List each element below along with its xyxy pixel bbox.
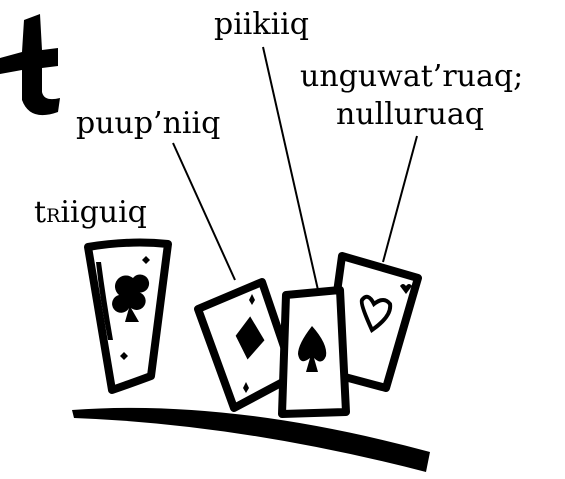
label-piikiiq: piikiiq bbox=[214, 7, 309, 42]
spades-card bbox=[282, 290, 346, 414]
label-triiguiq: tRiiguiq bbox=[34, 195, 147, 230]
label-triiguiq-small-r: R bbox=[46, 205, 61, 227]
cropped-heading-letter bbox=[0, 14, 60, 115]
label-puupniiq: puup’niiq bbox=[76, 106, 220, 141]
label-triiguiq-t: t bbox=[34, 195, 46, 230]
label-nulluruaq: nulluruaq bbox=[336, 97, 484, 132]
label-triiguiq-rest: iiguiq bbox=[60, 195, 147, 230]
label-unguwatruaq: unguwat’ruaq; bbox=[300, 59, 523, 94]
leader-line-unguwatruaq bbox=[383, 136, 417, 262]
table-edge bbox=[72, 408, 430, 472]
leader-line-puupniiq bbox=[173, 143, 235, 280]
clubs-card bbox=[88, 243, 168, 390]
